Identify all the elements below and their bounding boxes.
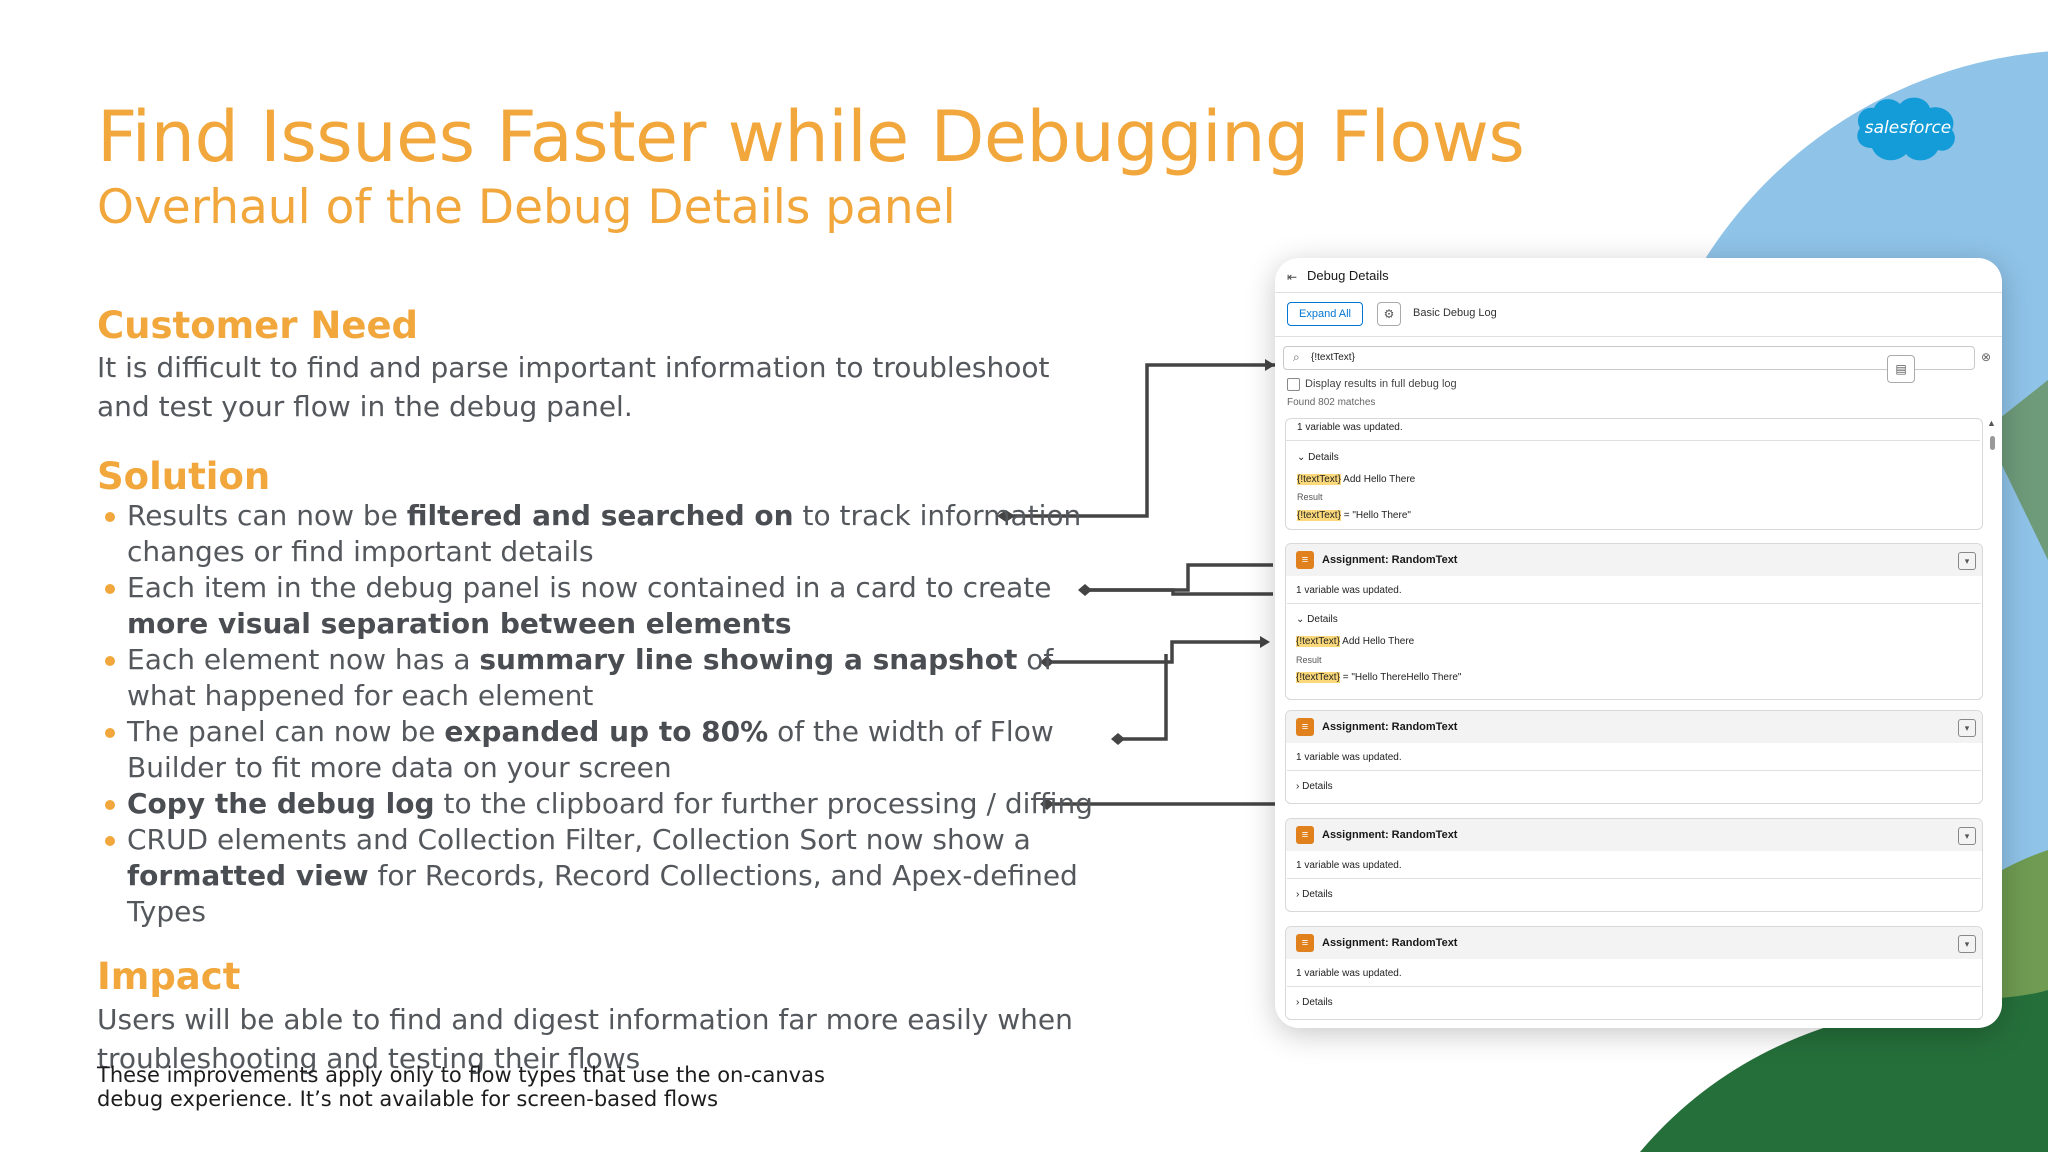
- solution-bullet: Results can now be filtered and searched…: [97, 498, 1117, 570]
- card-summary: 1 variable was updated.: [1296, 752, 1402, 763]
- impact-heading: Impact: [97, 955, 241, 998]
- solution-bullet: Each element now has a summary line show…: [97, 642, 1117, 714]
- slide-title: Find Issues Faster while Debugging Flows: [97, 96, 1525, 178]
- search-icon: ⌕: [1293, 350, 1300, 364]
- result-label: Result: [1297, 492, 1323, 502]
- assignment-icon: ≡: [1296, 551, 1314, 569]
- details-toggle[interactable]: ⌄ Details: [1297, 452, 1339, 463]
- card-title: Assignment: RandomText: [1322, 721, 1458, 733]
- debug-card: ≡ Assignment: RandomText ▾ 1 variable wa…: [1285, 926, 1983, 1020]
- card-header[interactable]: [1286, 819, 1982, 851]
- card-header[interactable]: [1286, 927, 1982, 959]
- solution-heading: Solution: [97, 455, 271, 498]
- solution-bullet: Each item in the debug panel is now cont…: [97, 570, 1117, 642]
- debug-details-panel: ⇤ Debug Details Expand All ⚙ Basic Debug…: [1275, 258, 2002, 1028]
- impact-text: Users will be able to find and digest in…: [97, 1003, 1073, 1075]
- scrollbar-thumb[interactable]: [1990, 436, 1995, 450]
- card-summary: 1 variable was updated.: [1296, 968, 1402, 979]
- chevron-down-icon[interactable]: ▾: [1958, 719, 1976, 737]
- customer-need-heading: Customer Need: [97, 304, 419, 347]
- panel-title: Debug Details: [1307, 268, 1389, 283]
- solution-bullet: Copy the debug log to the clipboard for …: [97, 786, 1117, 822]
- copy-log-button[interactable]: ▤: [1887, 355, 1915, 383]
- chevron-down-icon[interactable]: ▾: [1958, 935, 1976, 953]
- assignment-icon: ≡: [1296, 718, 1314, 736]
- card-title: Assignment: RandomText: [1322, 554, 1458, 566]
- full-log-checkbox-label: Display results in full debug log: [1305, 378, 1457, 390]
- assignment-icon: ≡: [1296, 826, 1314, 844]
- collapse-panel-icon[interactable]: ⇤: [1287, 270, 1298, 284]
- details-toggle[interactable]: › Details: [1296, 889, 1333, 900]
- slide-subtitle: Overhaul of the Debug Details panel: [97, 180, 956, 235]
- chevron-down-icon[interactable]: ▾: [1958, 827, 1976, 845]
- solution-bullet-list: Results can now be filtered and searched…: [97, 498, 1117, 930]
- basic-debug-log-label: Basic Debug Log: [1413, 307, 1497, 319]
- debug-card: ≡ Assignment: RandomText ▾ 1 variable wa…: [1285, 543, 1983, 700]
- result-label: Result: [1296, 655, 1322, 665]
- detail-line: {!textText} Add Hello There: [1297, 474, 1416, 485]
- search-value: {!textText}: [1311, 352, 1355, 363]
- customer-need-text: It is difficult to find and parse import…: [97, 351, 1050, 423]
- result-line: {!textText} = "Hello ThereHello There": [1296, 672, 1462, 683]
- card-summary: 1 variable was updated.: [1296, 860, 1402, 871]
- salesforce-logo: [1857, 97, 1955, 161]
- details-toggle[interactable]: ⌄ Details: [1296, 614, 1338, 625]
- details-toggle[interactable]: › Details: [1296, 997, 1333, 1008]
- card-header[interactable]: [1286, 544, 1982, 576]
- search-input[interactable]: [1283, 346, 1975, 370]
- debug-card: ≡ Assignment: RandomText ▾ 1 variable wa…: [1285, 818, 1983, 912]
- match-count: Found 802 matches: [1287, 397, 1376, 408]
- debug-card: [1285, 418, 1983, 530]
- card-title: Assignment: RandomText: [1322, 937, 1458, 949]
- card-title: Assignment: RandomText: [1322, 829, 1458, 841]
- chevron-down-icon[interactable]: ▾: [1958, 552, 1976, 570]
- gear-icon[interactable]: ⚙: [1377, 302, 1401, 326]
- clear-icon[interactable]: ⊗: [1981, 350, 1992, 364]
- solution-bullet: CRUD elements and Collection Filter, Col…: [97, 822, 1117, 930]
- result-line: {!textText} = "Hello There": [1297, 510, 1411, 521]
- salesforce-logo-text: salesforce: [1864, 118, 1952, 138]
- expand-all-button[interactable]: Expand All: [1287, 302, 1363, 326]
- assignment-icon: ≡: [1296, 934, 1314, 952]
- card-summary: 1 variable was updated.: [1297, 422, 1403, 433]
- card-header[interactable]: [1286, 711, 1982, 743]
- footnote: These improvements apply only to flow ty…: [97, 1063, 825, 1111]
- debug-card: ≡ Assignment: RandomText ▾ 1 variable wa…: [1285, 710, 1983, 804]
- full-log-checkbox[interactable]: [1287, 378, 1300, 391]
- details-toggle[interactable]: › Details: [1296, 781, 1333, 792]
- detail-line: {!textText} Add Hello There: [1296, 636, 1415, 647]
- hill-dark: [1640, 990, 2048, 1152]
- scroll-up-icon[interactable]: ▲: [1987, 418, 1996, 428]
- solution-bullet: The panel can now be expanded up to 80% …: [97, 714, 1117, 786]
- card-summary: 1 variable was updated.: [1296, 585, 1402, 596]
